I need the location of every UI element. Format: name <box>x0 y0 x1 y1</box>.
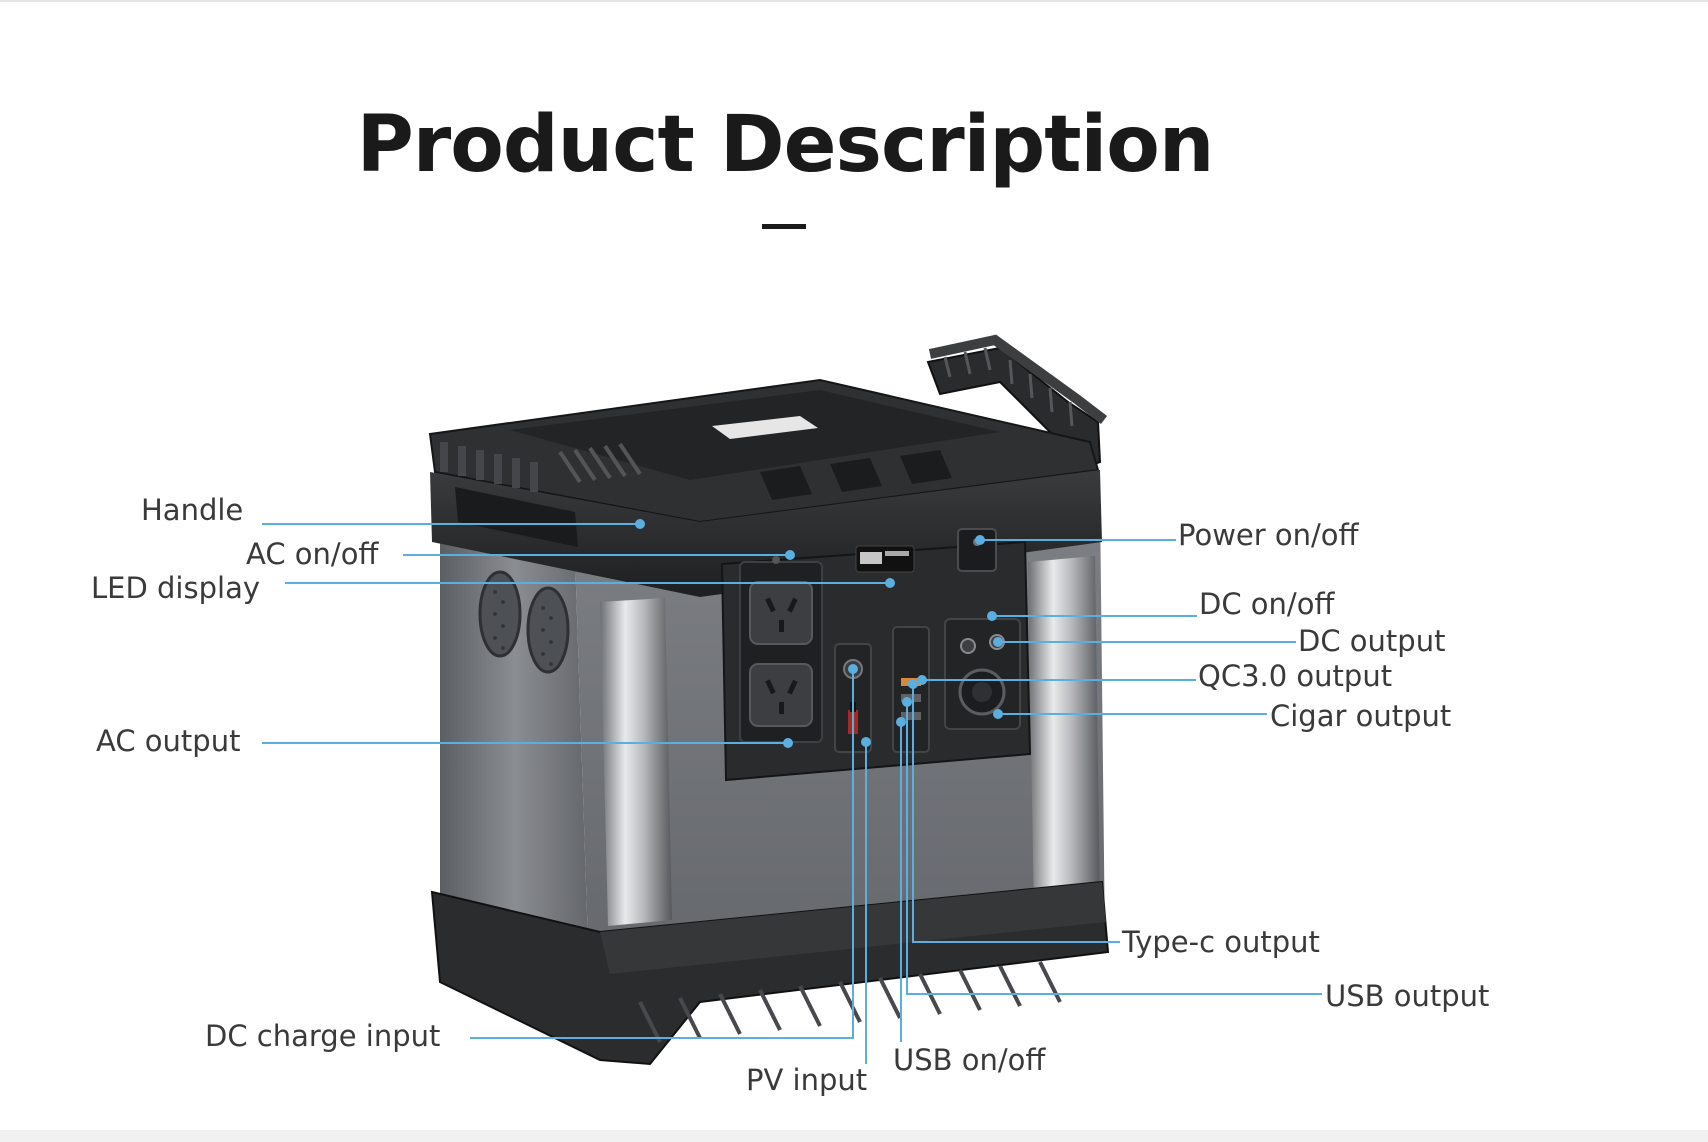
dc-ports-group <box>944 618 1021 730</box>
label-ac-on-off: AC on/off <box>246 537 379 571</box>
label-led-display: LED display <box>91 571 261 605</box>
front-control-panel <box>720 528 1032 782</box>
label-usb-on-off: USB on/off <box>893 1043 1046 1077</box>
leader-dc-charge-input <box>470 669 854 1039</box>
ac-socket-group <box>739 556 823 743</box>
label-handle: Handle <box>141 493 244 527</box>
label-dc-output: DC output <box>1298 624 1446 658</box>
label-pv-input: PV input <box>746 1063 868 1097</box>
front-left-pillar <box>600 598 672 926</box>
label-ac-output: AC output <box>96 724 241 758</box>
leader-usb-output <box>906 702 1322 995</box>
top-cap <box>428 378 1102 597</box>
label-cigar-output: Cigar output <box>1270 699 1452 733</box>
usb-ports-group <box>892 626 930 753</box>
label-usb-output: USB output <box>1325 979 1490 1013</box>
label-dc-charge-input: DC charge input <box>205 1019 441 1053</box>
callout-dots <box>635 519 1003 748</box>
label-power-on-off: Power on/off <box>1178 518 1359 552</box>
front-right-pillar <box>1028 556 1100 916</box>
bottom-strip <box>0 1130 1708 1142</box>
label-qc30-output: QC3.0 output <box>1198 659 1393 693</box>
callout-lines <box>262 523 1322 1064</box>
power-button <box>957 528 997 572</box>
label-dc-on-off: DC on/off <box>1199 587 1335 621</box>
page-title: Product Description <box>356 100 1215 190</box>
label-type-c-output: Type-c output <box>1122 925 1320 959</box>
leader-type-c-output <box>912 684 1120 943</box>
side-vents <box>478 570 570 674</box>
title-underline <box>762 224 806 229</box>
